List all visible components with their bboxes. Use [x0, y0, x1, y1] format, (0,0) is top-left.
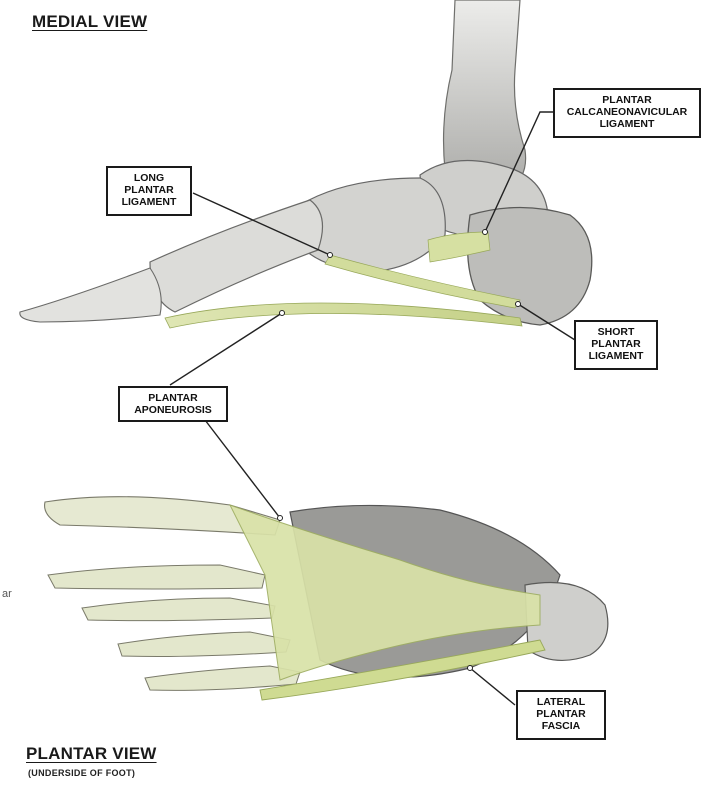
medial-view-title: MEDIAL VIEW	[32, 12, 147, 32]
label-line: APONEUROSIS	[126, 404, 220, 416]
label-line: PLANTAR	[524, 708, 598, 720]
phalanx-bones	[20, 268, 161, 322]
point-long-plantar	[328, 253, 333, 258]
label-line: LONG	[114, 172, 184, 184]
plantar-view-foot	[45, 497, 608, 700]
toe-3	[82, 598, 275, 621]
toe-4	[118, 632, 290, 657]
label-line: LIGAMENT	[582, 350, 650, 362]
label-lateral-plantar-fascia: LATERAL PLANTAR FASCIA	[516, 690, 606, 740]
calcaneus-bone	[468, 208, 592, 326]
label-line: PLANTAR	[126, 392, 220, 404]
plantar-view-title: PLANTAR VIEW	[26, 744, 157, 764]
label-line: CALCANEONAVICULAR	[561, 106, 693, 118]
label-long-plantar-ligament: LONG PLANTAR LIGAMENT	[106, 166, 192, 216]
toe-2	[48, 565, 265, 589]
label-short-plantar-ligament: SHORT PLANTAR LIGAMENT	[574, 320, 658, 370]
label-line: PLANTAR	[114, 184, 184, 196]
label-line: PLANTAR	[582, 338, 650, 350]
plantar-view-subtitle: (UNDERSIDE OF FOOT)	[28, 768, 135, 778]
leader-lateral-fascia	[470, 668, 515, 705]
label-line: LIGAMENT	[114, 196, 184, 208]
edge-text-fragment: ar	[2, 588, 12, 600]
point-aponeurosis-top	[280, 311, 285, 316]
label-line: LIGAMENT	[561, 118, 693, 130]
label-plantar-aponeurosis: PLANTAR APONEUROSIS	[118, 386, 228, 422]
point-aponeurosis-bottom	[278, 516, 283, 521]
point-lateral-fascia	[468, 666, 473, 671]
point-short-plantar	[516, 302, 521, 307]
medial-aponeurosis-band	[165, 303, 522, 328]
metatarsal-bones	[150, 200, 323, 312]
label-line: SHORT	[582, 326, 650, 338]
label-line: LATERAL	[524, 696, 598, 708]
medial-view-foot	[20, 0, 592, 328]
point-calcaneonavicular	[483, 230, 488, 235]
label-line: PLANTAR	[561, 94, 693, 106]
label-plantar-calcaneonavicular-ligament: PLANTAR CALCANEONAVICULAR LIGAMENT	[553, 88, 701, 138]
label-line: FASCIA	[524, 720, 598, 732]
